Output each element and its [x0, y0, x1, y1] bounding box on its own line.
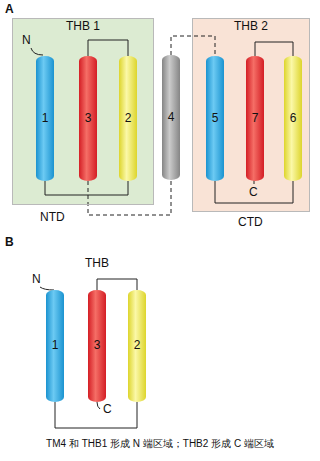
n-terminus-leader [31, 48, 43, 55]
region-title: THB 2 [193, 20, 309, 34]
region-title: THB 1 [13, 20, 153, 34]
helix-number: 5 [212, 112, 219, 126]
helix-cylinder: 1 [46, 290, 64, 402]
helix-number: 7 [252, 112, 259, 126]
loop-connector [215, 181, 293, 203]
loop-connector [97, 279, 137, 290]
helix-number: 2 [134, 339, 141, 353]
domain-label: NTD [40, 211, 65, 225]
figure-caption: TM4 和 THB1 形成 N 端区域；THB2 形成 C 端区域 [0, 438, 320, 450]
helix-number: 6 [290, 112, 297, 126]
loop-connector [255, 42, 293, 56]
loop-connector [45, 181, 128, 195]
loop-connector [55, 402, 137, 428]
terminus-label: C [249, 186, 258, 200]
helix-number: 3 [94, 339, 101, 353]
helix-cylinder: 2 [128, 290, 146, 402]
helix-number: 1 [42, 112, 49, 126]
helix-cylinder: 3 [79, 56, 97, 181]
helix-cylinder: 6 [284, 56, 302, 181]
terminus-label: N [32, 273, 41, 287]
helix-cylinder: 5 [206, 56, 224, 181]
loop-connector [88, 40, 128, 56]
domain-region: THB 2 5 7 6 [192, 18, 310, 212]
loop-connector [171, 36, 215, 56]
domain-label: CTD [238, 216, 263, 230]
helix-cylinder: 4 [162, 55, 180, 180]
panel-letter: B [5, 236, 14, 250]
helix-number: 4 [168, 111, 175, 125]
helix-number: 1 [52, 339, 59, 353]
bundle-label: THB [85, 257, 109, 271]
terminus-label: C [103, 403, 112, 417]
helix-cylinder: 2 [119, 56, 137, 181]
helix-number: 3 [85, 112, 92, 126]
helix-cylinder: 1 [36, 56, 54, 181]
panel-letter: A [5, 3, 14, 17]
helix-cylinder: 3 [88, 290, 106, 402]
c-terminus-leader [97, 402, 100, 409]
loop-connector [88, 180, 171, 215]
helix-number: 2 [125, 112, 132, 126]
terminus-label: N [22, 34, 31, 48]
domain-region: THB 1 1 3 2 [12, 18, 154, 205]
helix-cylinder: 7 [246, 56, 264, 181]
